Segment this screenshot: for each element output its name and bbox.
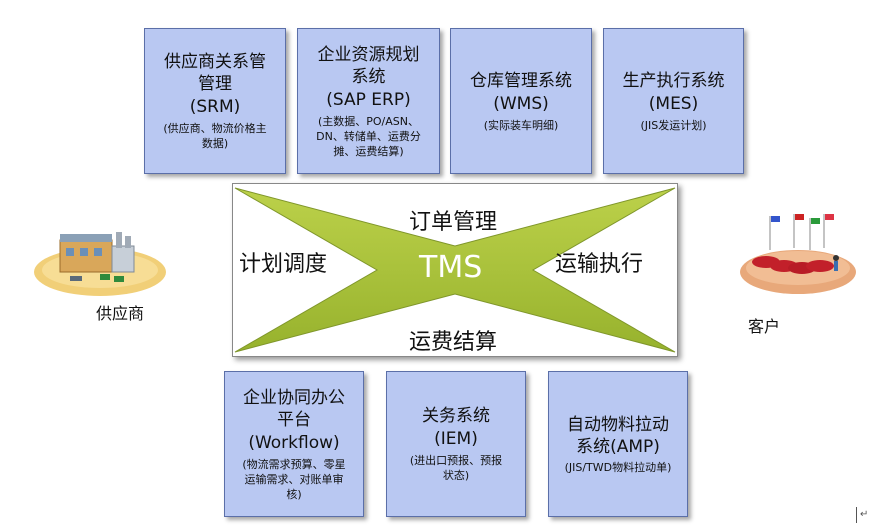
system-abbr: (SRM) [189,97,241,117]
tms-planning-dispatch: 计划调度 [239,252,328,277]
system-desc: (供应商、物流价格主 数据) [163,122,267,150]
system-abbr: (IEM) [434,429,478,449]
system-abbr: (WMS) [493,93,549,114]
system-desc: (物流需求预算、零星 运输需求、对账单审 核) [242,457,346,501]
system-abbr: (SAP ERP) [326,89,411,110]
supplier-label: 供应商 [96,304,145,323]
system-desc: (JIS/TWD物料拉动单) [564,460,672,474]
text-cursor [856,507,857,523]
system-name: 企业资源规划 系统 [317,44,420,87]
system-desc: (JIS发运计划) [640,118,707,132]
tms-order-management: 订单管理 [409,210,498,235]
amp-system-box: 自动物料拉动 系统(AMP) (JIS/TWD物料拉动单) [548,371,688,517]
workflow-system-box: 企业协同办公 平台 (Workflow) (物流需求预算、零星 运输需求、对账单… [224,371,364,517]
customer-label: 客户 [748,317,781,336]
tms-panel: 订单管理 计划调度 运输执行 运费结算 TMS [232,183,678,357]
system-desc: (实际装车明细) [483,118,559,132]
system-name: 仓库管理系统 [470,70,572,91]
system-name: 自动物料拉动 系统(AMP) [567,414,669,457]
erp-system-box: 企业资源规划 系统 (SAP ERP) (主数据、PO/ASN、 DN、转储单、… [297,28,440,174]
iem-system-box: 关务系统 (IEM) (进出口预报、预报 状态) [386,371,526,517]
system-abbr: (Workflow) [248,432,340,453]
factory-icon [30,220,170,300]
system-desc: (主数据、PO/ASN、 DN、转储单、运费分 摊、运费结算) [316,114,421,158]
system-desc: (进出口预报、预报 状态) [409,454,503,482]
system-abbr: (MES) [648,93,699,114]
system-name: 关务系统 [422,406,490,426]
return-arrow-icon: ↵ [860,509,869,520]
wms-system-box: 仓库管理系统 (WMS) (实际装车明细) [450,28,592,174]
mes-system-box: 生产执行系统 (MES) (JIS发运计划) [603,28,744,174]
tms-freight-settlement: 运费结算 [409,330,498,355]
tms-cross-shape [234,187,676,353]
srm-system-box: 供应商关系管 管理 (SRM) (供应商、物流价格主 数据) [144,28,286,174]
system-name: 企业协同办公 平台 [243,387,345,430]
cars-flags-icon [736,210,860,300]
tms-transport-execution: 运输执行 [555,252,644,277]
system-name: 供应商关系管 管理 [164,52,266,94]
tms-center-label: TMS [419,250,483,285]
system-name: 生产执行系统 [622,70,725,91]
